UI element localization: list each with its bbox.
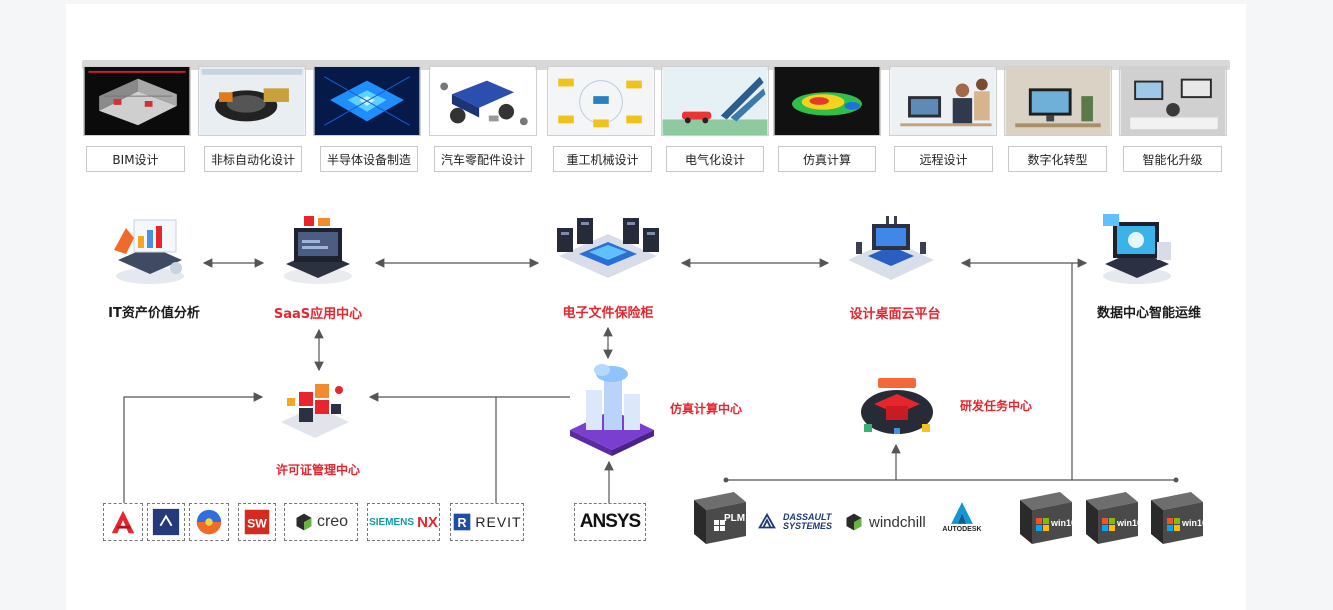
- revit-icon: R: [454, 513, 471, 531]
- creo-text: creo: [316, 513, 349, 530]
- thumb-electrification: [661, 66, 769, 136]
- windchill-text: windchill: [869, 513, 926, 531]
- digital-office-icon: [1005, 67, 1111, 135]
- win10-text-3: win10: [1182, 518, 1208, 528]
- win10-cube-1: win10: [1016, 486, 1076, 546]
- scenario-tag-digital-transformation: 数字化转型: [1008, 146, 1107, 172]
- dassault-text-1: DASSAULT: [783, 512, 832, 522]
- plm-text: PLM: [724, 513, 746, 524]
- thumb-auto-parts: [429, 66, 537, 136]
- svg-text:SW: SW: [247, 516, 267, 530]
- dassault-text: DASSAULT SYSTEMES: [783, 513, 832, 531]
- building-cad-icon: [84, 67, 190, 135]
- smart-desk-icon: [1120, 67, 1226, 135]
- win10-cube-2: win10: [1082, 486, 1142, 546]
- scenario-tag-heavy-machinery: 重工机械设计: [553, 146, 652, 172]
- chip-icon: [314, 67, 420, 135]
- thumb-heavy-machinery: [547, 66, 655, 136]
- node-label-simulation: 仿真计算中心: [669, 402, 742, 416]
- scenario-strip-bar: [82, 60, 1230, 70]
- node-label-desktop-cloud: 设计桌面云平台: [849, 307, 941, 322]
- rd-tasks-icon: [856, 366, 938, 444]
- node-label-saas: SaaS应用中心: [273, 307, 363, 322]
- revit-logo: R REVIT: [450, 503, 524, 541]
- ev-solar-icon: [662, 67, 768, 135]
- revit-text: REVIT: [475, 514, 522, 530]
- scenario-tag-remote-design: 远程设计: [894, 146, 993, 172]
- nx-text: NX: [417, 513, 438, 531]
- machine-part-icon: [199, 67, 305, 135]
- ops-icon: [1097, 208, 1177, 286]
- node-label-ops: 数据中心智能运维: [1096, 306, 1201, 321]
- sphere-app-logo: [189, 503, 229, 541]
- siemens-text: SIEMENS: [369, 516, 415, 528]
- autodesk-logo: AUTODESK: [940, 500, 984, 542]
- ansys-logo: ANSYS: [574, 503, 646, 541]
- creo-cube-icon: [296, 513, 312, 531]
- remote-work-icon: [890, 67, 996, 135]
- thumb-bim: [83, 66, 191, 136]
- solidworks-logo: SW: [238, 503, 276, 541]
- dassault-logo: DASSAULT SYSTEMES: [756, 503, 832, 541]
- siemens-nx-logo: SIEMENS NX: [367, 503, 440, 541]
- win10-text-2: win10: [1117, 518, 1143, 528]
- car-parts-icon: [430, 67, 536, 135]
- autodesk-icon: [951, 502, 973, 524]
- node-label-rd-tasks: 研发任务中心: [959, 399, 1032, 413]
- autocad-icon: [111, 510, 135, 534]
- it-assets-icon: [106, 210, 190, 286]
- node-label-license: 许可证管理中心: [275, 463, 360, 477]
- scenario-tag-smart-upgrade: 智能化升级: [1123, 146, 1222, 172]
- catia-icon: [152, 508, 180, 536]
- plm-cube: PLM: [690, 486, 750, 546]
- globe-icon: [196, 509, 222, 535]
- scenario-tag-semiconductor: 半导体设备制造: [320, 146, 418, 172]
- win10-cube-3: win10: [1147, 486, 1207, 546]
- dassault-icon: [758, 512, 776, 529]
- thumb-semiconductor: [313, 66, 421, 136]
- thumb-smart-upgrade: [1119, 66, 1227, 136]
- creo-logo: creo: [284, 503, 358, 541]
- thumb-digital-transformation: [1004, 66, 1112, 136]
- scenario-tag-simulation: 仿真计算: [778, 146, 876, 172]
- solidworks-icon: SW: [244, 509, 270, 535]
- windchill-logo: windchill: [844, 503, 926, 541]
- catia-logo: [147, 503, 185, 541]
- scenario-tag-auto-parts: 汽车零配件设计: [434, 146, 532, 172]
- saas-center-icon: [278, 210, 358, 286]
- simulation-car-icon: [774, 67, 880, 135]
- license-center-icon: [275, 374, 355, 446]
- node-label-it-assets: IT资产价值分析: [108, 306, 200, 321]
- win10-text-1: win10: [1051, 518, 1077, 528]
- autocad-logo: [103, 503, 143, 541]
- autodesk-text: AUTODESK: [942, 526, 982, 533]
- simulation-center-icon: [566, 360, 658, 456]
- thumb-simulation: [773, 66, 881, 136]
- svg-text:R: R: [458, 516, 467, 530]
- node-label-vault: 电子文件保险柜: [562, 306, 654, 321]
- scenario-tag-bim: BIM设计: [86, 146, 185, 172]
- thumb-automation: [198, 66, 306, 136]
- scenario-tag-automation: 非标自动化设计: [204, 146, 302, 172]
- heavy-machinery-icon: [548, 67, 654, 135]
- thumb-remote-design: [889, 66, 997, 136]
- dassault-text-2: SYSTEMES: [783, 521, 833, 531]
- windchill-icon: [846, 513, 862, 531]
- vault-icon: [549, 208, 667, 288]
- desktop-cloud-icon: [842, 212, 940, 288]
- ansys-text: ANSYS: [579, 511, 641, 532]
- scenario-tag-electrification: 电气化设计: [666, 146, 764, 172]
